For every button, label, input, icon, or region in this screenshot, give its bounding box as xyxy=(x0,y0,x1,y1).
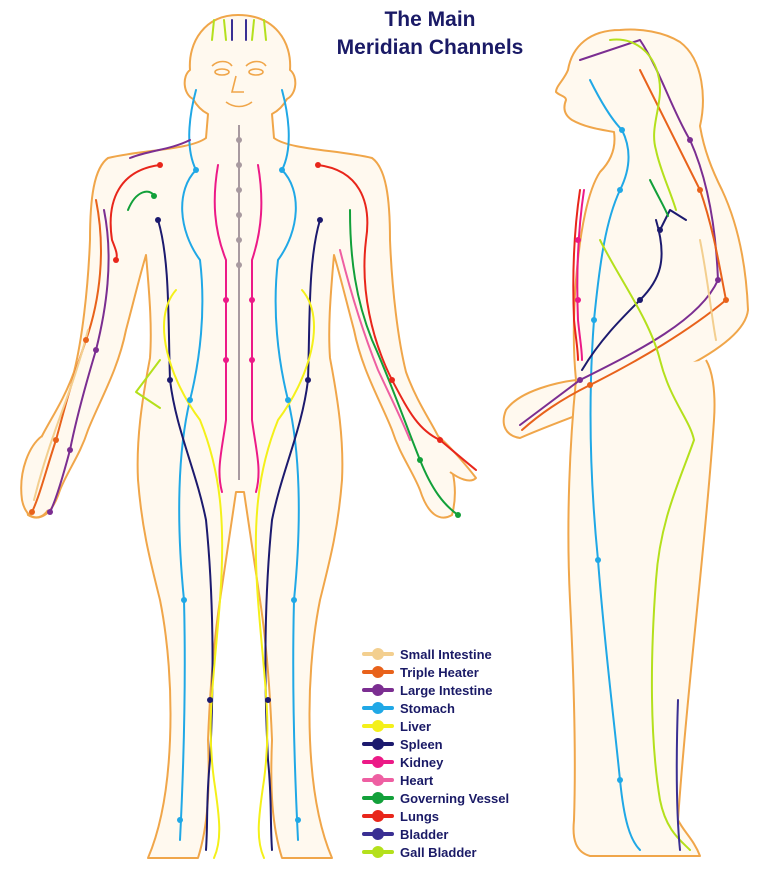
legend-label: Spleen xyxy=(400,737,443,752)
legend-swatch xyxy=(362,645,394,663)
legend-label: Heart xyxy=(400,773,433,788)
legend-label: Kidney xyxy=(400,755,443,770)
legend-label: Gall Bladder xyxy=(400,845,477,860)
legend-swatch xyxy=(362,807,394,825)
legend-label: Small Intestine xyxy=(400,647,492,662)
legend-swatch xyxy=(362,663,394,681)
legend-item: Bladder xyxy=(362,825,509,843)
legend-item: Triple Heater xyxy=(362,663,509,681)
legend-swatch xyxy=(362,717,394,735)
legend-label: Large Intestine xyxy=(400,683,492,698)
legend-label: Liver xyxy=(400,719,431,734)
legend-swatch xyxy=(362,753,394,771)
legend-swatch xyxy=(362,771,394,789)
legend-item: Small Intestine xyxy=(362,645,509,663)
legend-label: Governing Vessel xyxy=(400,791,509,806)
legend-label: Stomach xyxy=(400,701,455,716)
legend-item: Heart xyxy=(362,771,509,789)
diagram-title: The Main Meridian Channels xyxy=(290,6,570,62)
legend-label: Triple Heater xyxy=(400,665,479,680)
legend-swatch xyxy=(362,825,394,843)
legend-item: Stomach xyxy=(362,699,509,717)
legend-item: Kidney xyxy=(362,753,509,771)
legend-item: Liver xyxy=(362,717,509,735)
legend-swatch xyxy=(362,735,394,753)
legend-item: Large Intestine xyxy=(362,681,509,699)
title-line-1: The Main xyxy=(290,6,570,34)
legend-item: Lungs xyxy=(362,807,509,825)
legend-swatch xyxy=(362,843,394,861)
legend-swatch xyxy=(362,681,394,699)
legend: Small Intestine Triple Heater Large Inte… xyxy=(362,645,509,861)
side-body xyxy=(504,30,748,857)
legend-item: Gall Bladder xyxy=(362,843,509,861)
title-line-2: Meridian Channels xyxy=(290,34,570,62)
legend-label: Lungs xyxy=(400,809,439,824)
legend-swatch xyxy=(362,699,394,717)
legend-item: Spleen xyxy=(362,735,509,753)
legend-label: Bladder xyxy=(400,827,448,842)
legend-item: Governing Vessel xyxy=(362,789,509,807)
legend-swatch xyxy=(362,789,394,807)
